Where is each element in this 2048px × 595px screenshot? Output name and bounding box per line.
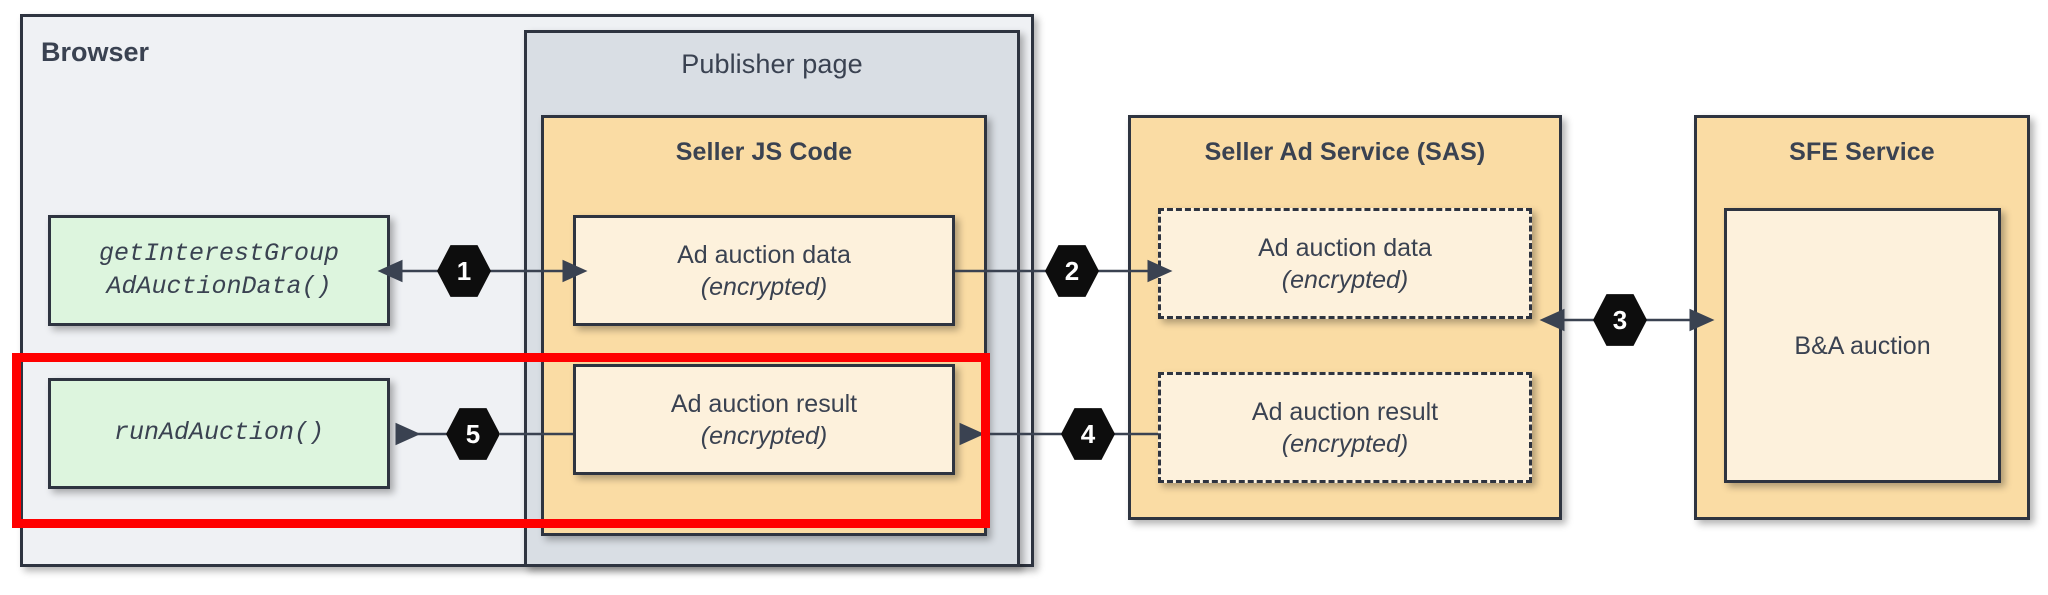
sas-ad-auction-data-box: Ad auction data (encrypted) <box>1158 208 1532 319</box>
seller-js-ad-auction-data-line1: Ad auction data <box>677 240 851 269</box>
sfe-ba-auction-label: B&A auction <box>1794 331 1931 360</box>
seller-js-code-title: Seller JS Code <box>675 138 853 166</box>
hexagon-icon <box>1045 245 1099 297</box>
step-badge-1-number: 1 <box>456 256 472 286</box>
run-ad-auction-line1: runAdAuction() <box>113 418 325 448</box>
sas-ad-auction-data-line2: (encrypted) <box>1281 265 1409 294</box>
get-interest-group-ad-auction-data-box: getInterestGroup AdAuctionData() <box>48 215 390 326</box>
seller-js-ad-auction-result-line1: Ad auction result <box>670 389 858 418</box>
seller-js-ad-auction-data-line2: (encrypted) <box>700 272 828 301</box>
get-interest-group-line1: getInterestGroup <box>98 239 340 268</box>
hexagon-icon <box>1061 408 1115 460</box>
hexagon-icon <box>446 408 500 460</box>
seller-js-ad-auction-result-line2: (encrypted) <box>700 421 828 450</box>
sfe-ba-auction-box: B&A auction <box>1724 208 2001 483</box>
sas-ad-auction-data-line1: Ad auction data <box>1258 233 1432 262</box>
sas-ad-auction-result-line2: (encrypted) <box>1281 429 1409 458</box>
step-badge-5-number: 5 <box>465 419 481 449</box>
hexagon-icon <box>437 245 491 297</box>
step-badge-2: 2 <box>1045 244 1099 298</box>
seller-js-ad-auction-result-box: Ad auction result (encrypted) <box>573 364 955 475</box>
step-badge-3: 3 <box>1593 293 1647 347</box>
step-badge-1: 1 <box>437 244 491 298</box>
step-badge-3-number: 3 <box>1612 305 1628 335</box>
browser-title: Browser <box>41 37 150 67</box>
seller-ad-service-title: Seller Ad Service (SAS) <box>1204 138 1486 166</box>
sfe-service-title: SFE Service <box>1789 138 1935 166</box>
publisher-page-title: Publisher page <box>681 49 863 79</box>
step-badge-2-number: 2 <box>1064 256 1080 286</box>
sas-ad-auction-result-box: Ad auction result (encrypted) <box>1158 372 1532 483</box>
step-badge-5: 5 <box>446 407 500 461</box>
sas-ad-auction-result-line1: Ad auction result <box>1251 397 1439 426</box>
get-interest-group-line2: AdAuctionData() <box>106 271 332 301</box>
step-badge-4: 4 <box>1061 407 1115 461</box>
step-badge-4-number: 4 <box>1080 419 1096 449</box>
hexagon-icon <box>1593 294 1647 346</box>
run-ad-auction-box: runAdAuction() <box>48 378 390 489</box>
seller-js-ad-auction-data-box: Ad auction data (encrypted) <box>573 215 955 326</box>
